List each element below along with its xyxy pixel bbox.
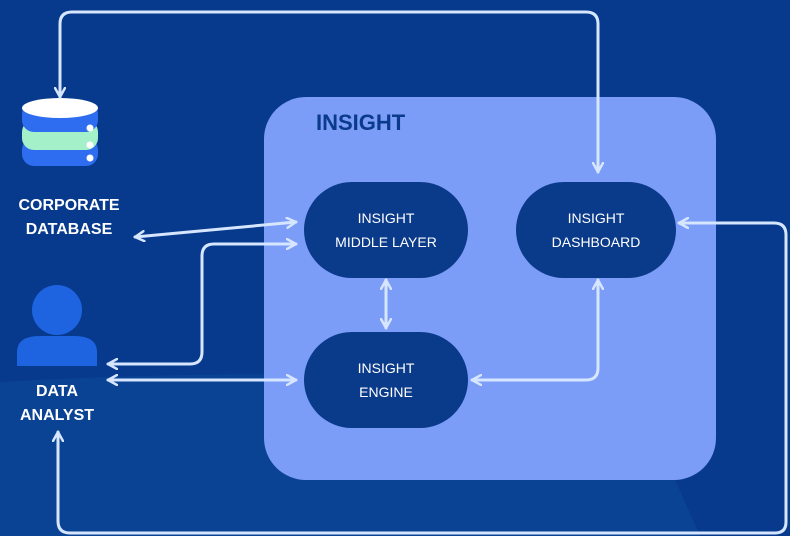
- data-analyst-label: DATA ANALYST: [0, 380, 114, 428]
- corporate-database-label: CORPORATE DATABASE: [0, 194, 138, 242]
- database-icon: [22, 98, 98, 166]
- label-line2: DATABASE: [25, 221, 113, 238]
- node-insight-middle-layer: INSIGHT MIDDLE LAYER: [304, 182, 468, 278]
- group-title: INSIGHT: [316, 110, 406, 135]
- node-line1: INSIGHT: [567, 210, 625, 226]
- connector-dashboard-to-database: [60, 10, 598, 174]
- node-line1: INSIGHT: [357, 360, 415, 376]
- node-line2: DASHBOARD: [551, 234, 641, 250]
- label-line2: ANALYST: [19, 407, 95, 424]
- label-line1: DATA: [35, 383, 79, 400]
- label-line1: CORPORATE: [18, 197, 120, 214]
- node-insight-dashboard: INSIGHT DASHBOARD: [516, 182, 676, 278]
- person-icon: [17, 285, 97, 366]
- node-line2: MIDDLE LAYER: [335, 234, 437, 250]
- connector-external-to-dashboard: [58, 223, 788, 535]
- node-line2: ENGINE: [359, 384, 413, 400]
- node-insight-engine: INSIGHT ENGINE: [304, 332, 468, 428]
- node-line1: INSIGHT: [357, 210, 415, 226]
